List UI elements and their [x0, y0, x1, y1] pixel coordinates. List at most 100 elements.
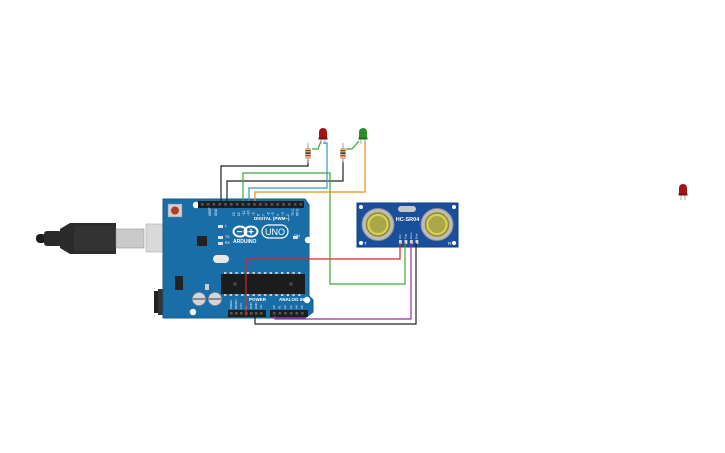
sensor-pin[interactable]	[399, 240, 402, 244]
digital-pin-label: 12	[237, 212, 241, 216]
chip-leg	[235, 272, 238, 274]
digital-pin-hole[interactable]	[206, 203, 210, 206]
led-red[interactable]	[318, 128, 328, 144]
power-pin-label: 3.3V	[239, 303, 243, 309]
chip-leg	[292, 294, 295, 296]
digital-pin-hole[interactable]	[259, 203, 262, 206]
digital-pin-label: 2	[286, 214, 290, 216]
digital-pin-hole[interactable]	[247, 203, 250, 206]
wire-red-5v[interactable]	[245, 243, 401, 316]
digital-pin-label: ~10	[247, 210, 251, 216]
capacitors	[192, 292, 222, 306]
power-pin-hole[interactable]	[230, 312, 233, 315]
usb-cable[interactable]	[36, 223, 145, 254]
arduino-logo	[232, 225, 259, 238]
digital-pin-label: ~5	[271, 212, 275, 216]
wire-purple-trig[interactable]	[274, 243, 412, 320]
resistor-1[interactable]	[305, 143, 311, 163]
digital-pin-hole[interactable]	[201, 203, 204, 206]
analog-pin-label: A2	[283, 305, 287, 309]
digital-pin-hole[interactable]	[276, 203, 279, 206]
resistor-2[interactable]	[340, 143, 346, 163]
power-pin-hole[interactable]	[240, 312, 243, 315]
chip-leg	[263, 272, 267, 274]
chip-leg	[241, 272, 244, 274]
digital-pin-hole[interactable]	[293, 203, 297, 206]
digital-pin-hole[interactable]	[299, 203, 303, 206]
l-label: L	[225, 224, 227, 228]
usb-chip	[197, 236, 207, 246]
wire-orange-led-green[interactable]	[254, 141, 366, 201]
analog-pin-label: A4	[294, 305, 298, 309]
chip-leg	[224, 294, 227, 296]
sensor-pin-label: Vcc	[398, 234, 402, 239]
led-stray[interactable]	[678, 184, 688, 200]
analog-pin-hole[interactable]	[278, 312, 282, 315]
analog-pin-hole[interactable]	[284, 312, 287, 315]
digital-header	[198, 201, 304, 208]
chip-leg	[241, 294, 244, 296]
power-pin-hole[interactable]	[235, 312, 238, 315]
sensor-crystal	[398, 206, 416, 212]
power-pin-label: GND	[249, 302, 253, 310]
analog-label: ANALOG IN	[279, 297, 304, 302]
tx-label: TX	[225, 235, 230, 239]
chip-leg	[298, 294, 301, 296]
reset-button[interactable]	[167, 203, 183, 218]
atmega-chip	[221, 272, 305, 296]
sensor-pin[interactable]	[410, 240, 413, 244]
digital-pin-hole[interactable]	[253, 203, 256, 206]
digital-pin-hole[interactable]	[264, 203, 268, 206]
analog-pin-hole[interactable]	[295, 312, 298, 315]
digital-pin-hole[interactable]	[235, 203, 239, 206]
power-pin-hole[interactable]	[255, 312, 258, 315]
sensor-pin[interactable]	[415, 240, 419, 244]
aref-label: AREF	[208, 207, 212, 216]
chip-leg	[281, 272, 284, 274]
rx-label: RX	[225, 241, 231, 245]
power-pin-label: IOREF	[229, 300, 233, 309]
wire-blue-led-red[interactable]	[248, 142, 328, 201]
digital-pin-label: 13	[232, 212, 236, 216]
receiver-transducer	[420, 208, 454, 241]
analog-pin-label: A3	[289, 305, 293, 309]
analog-header	[270, 310, 308, 317]
sensor-pin[interactable]	[404, 240, 408, 244]
digital-pin-hole[interactable]	[288, 203, 291, 206]
arduino-uno-board[interactable]: ARDUINO UNO DIGITAL (PWM~) ON L TX RX 13…	[162, 198, 314, 319]
wire-black-led2[interactable]	[226, 161, 344, 201]
led-green[interactable]	[358, 128, 368, 144]
analog-pin-hole[interactable]	[289, 312, 293, 315]
analog-pin-hole[interactable]	[273, 312, 276, 315]
sensor-pin-label: Trig	[404, 234, 408, 239]
power-label: POWER	[249, 297, 267, 302]
digital-pin-hole[interactable]	[270, 203, 274, 206]
sensor-model-label: HC-SR04	[396, 217, 420, 223]
analog-pin-hole[interactable]	[301, 312, 304, 315]
brand-label: ARDUINO	[233, 239, 256, 245]
digital-pin-hole[interactable]	[241, 203, 245, 206]
digital-pin-hole[interactable]	[230, 203, 233, 206]
power-pin-hole[interactable]	[260, 312, 263, 315]
power-pin-label: Vin	[259, 304, 263, 309]
gnd-label: GND	[214, 208, 218, 216]
chip-leg	[229, 294, 233, 296]
power-pin-label: RESET	[234, 299, 238, 309]
wire-green-echo[interactable]	[242, 172, 406, 285]
digital-pin-hole[interactable]	[224, 203, 227, 206]
digital-pin-label: RX 0	[296, 209, 300, 216]
digital-pin-hole[interactable]	[282, 203, 285, 206]
chip-leg	[258, 272, 261, 274]
digital-pin-label: ~6	[266, 212, 270, 216]
digital-label: DIGITAL (PWM~)	[254, 216, 290, 221]
digital-pin-hole[interactable]	[218, 203, 221, 206]
wire-black-gnd[interactable]	[254, 243, 417, 325]
digital-pin-label: 7	[261, 214, 265, 216]
digital-pin-label: ~9	[252, 212, 256, 216]
transmitter-transducer	[361, 208, 395, 241]
power-pin-hole[interactable]	[250, 312, 253, 315]
digital-pin-label: TX 1	[291, 209, 295, 216]
digital-pin-hole[interactable]	[212, 203, 216, 206]
chip-leg	[269, 294, 272, 296]
